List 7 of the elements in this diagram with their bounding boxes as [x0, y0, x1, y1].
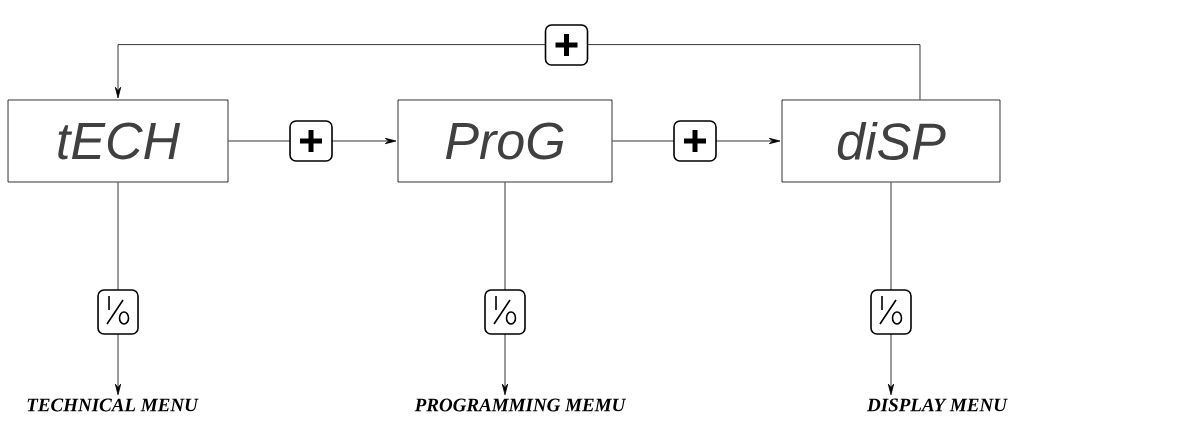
arrow — [114, 44, 921, 100]
display-box: tECH — [7, 99, 229, 183]
display-box: ProG — [397, 99, 613, 183]
menu-label: TECHNICAL MENU — [27, 398, 199, 412]
menu-label: DISPLAY MENU — [866, 398, 1008, 412]
menu-label: PROGRAMMING MEMU — [414, 398, 627, 412]
display-box: diSP — [781, 99, 1001, 183]
